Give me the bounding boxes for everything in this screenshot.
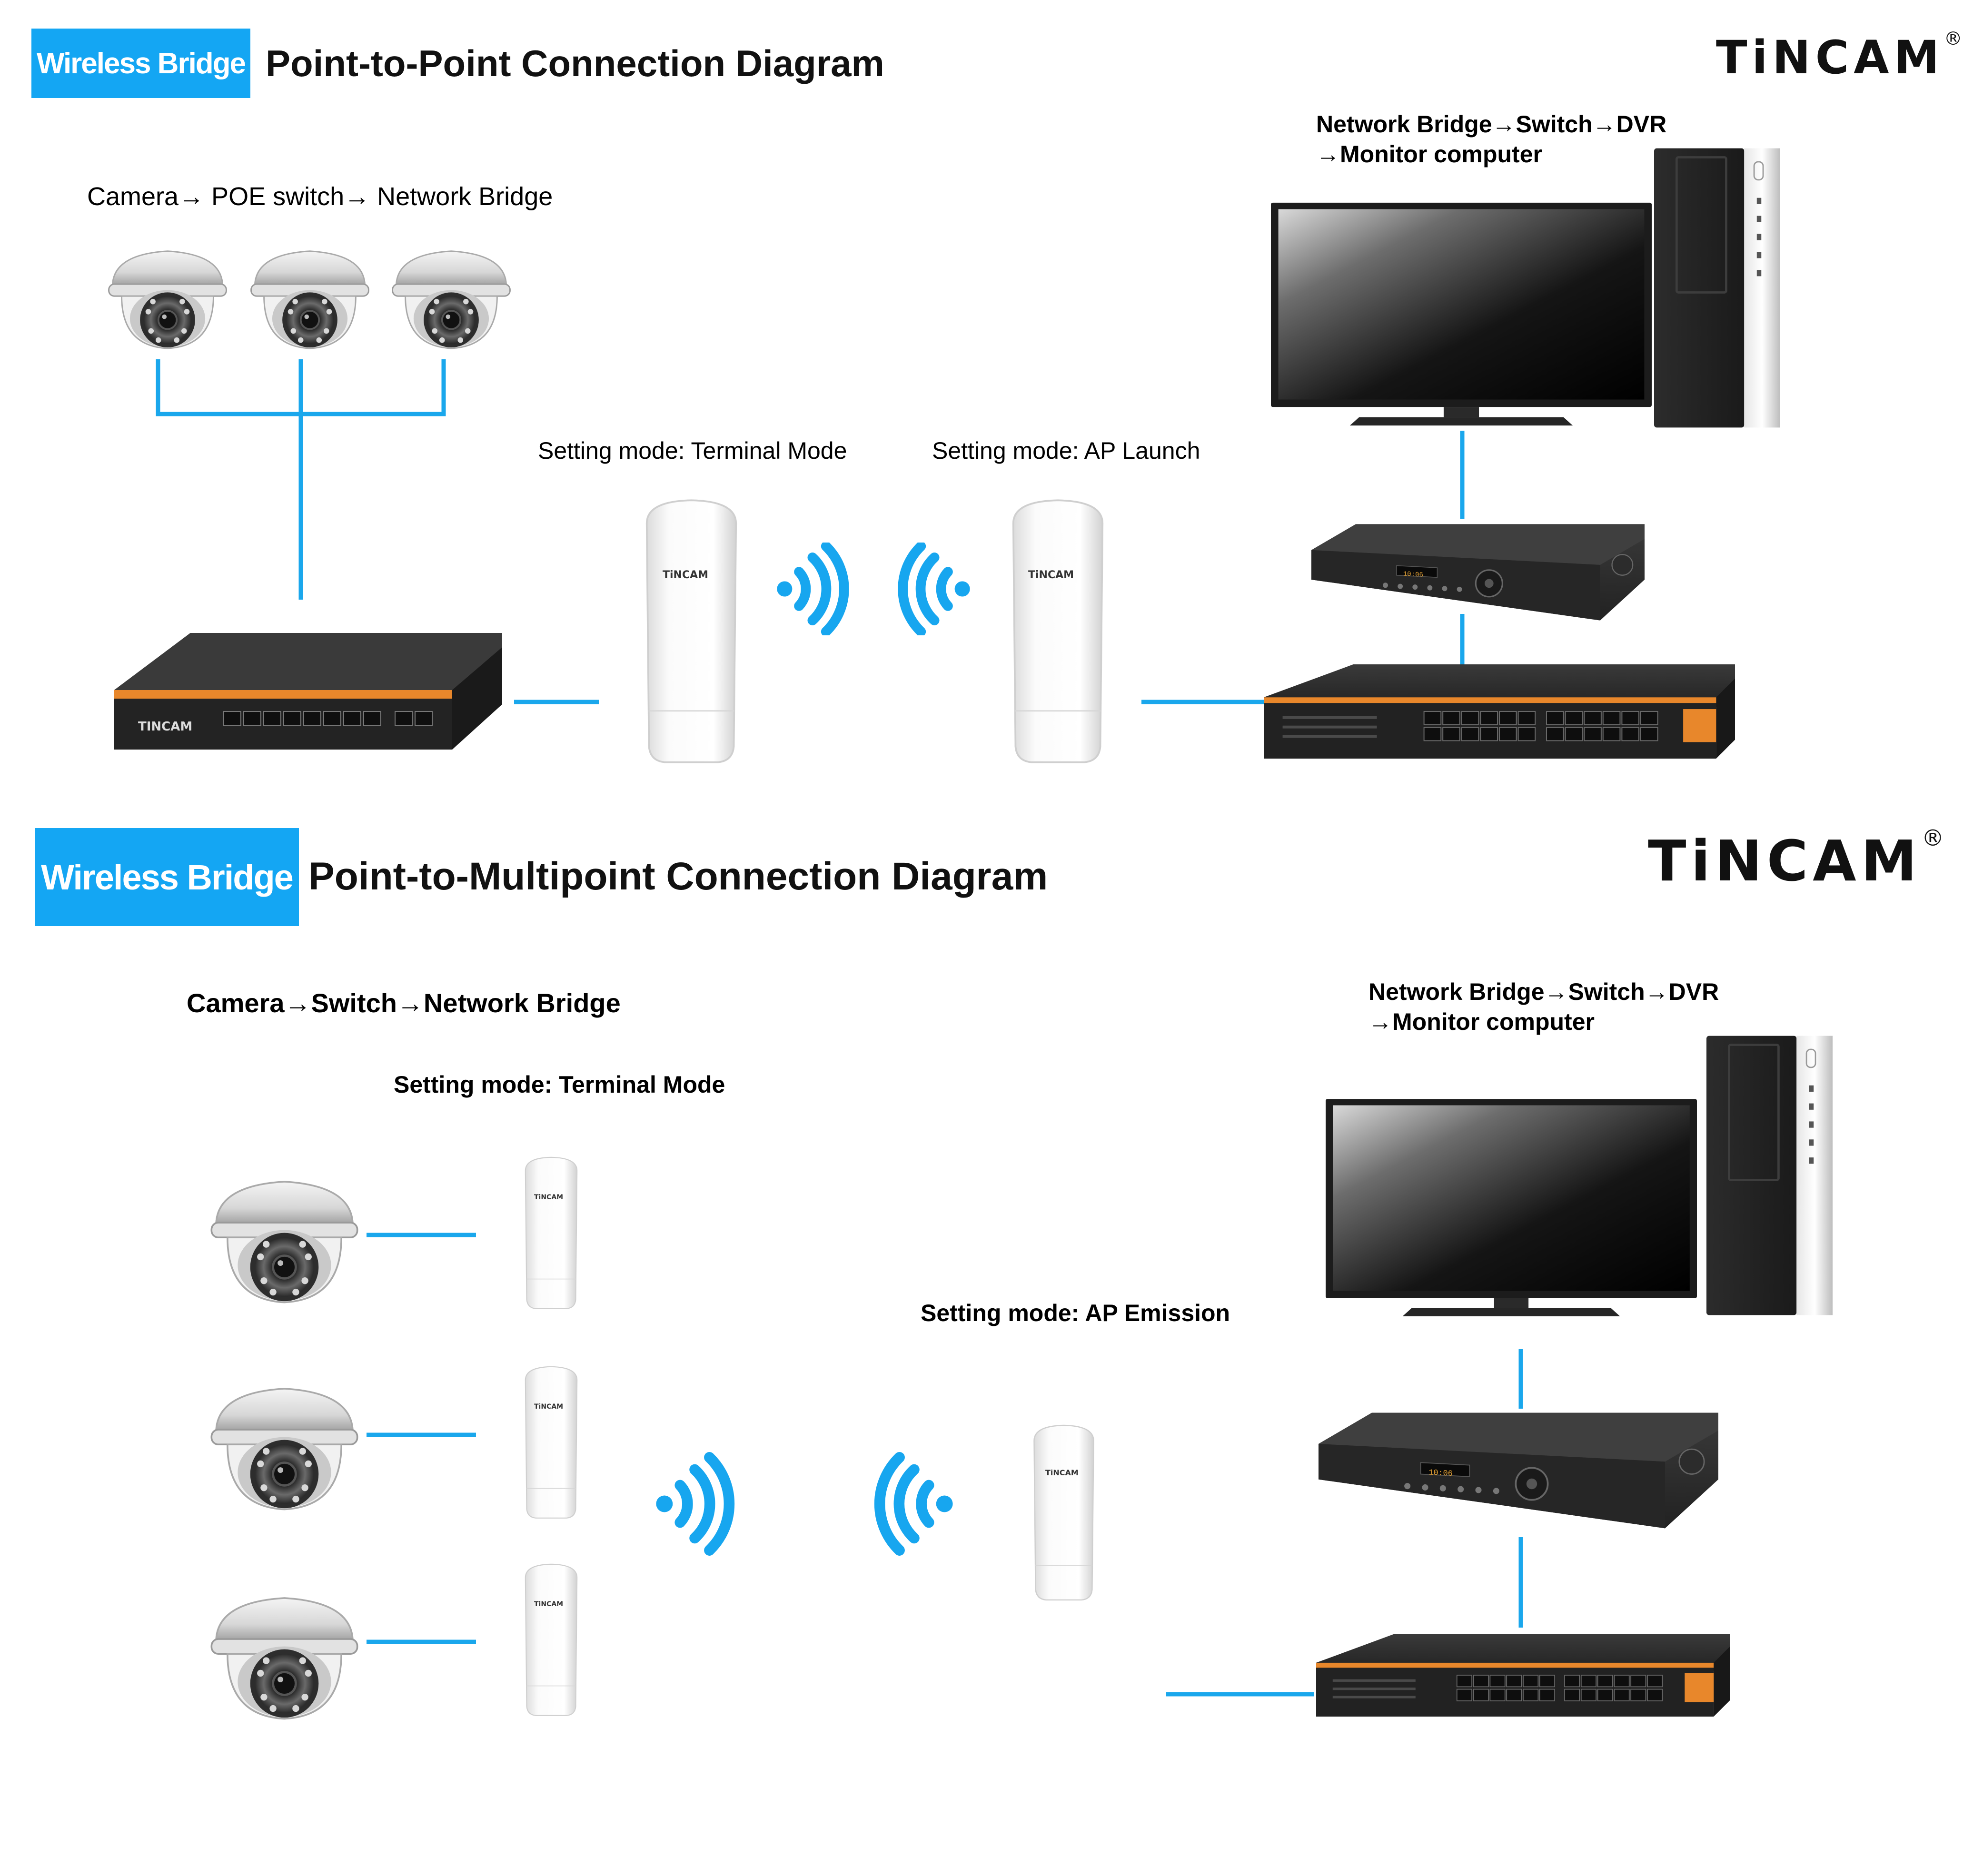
wireless-bridge-icon xyxy=(525,1366,578,1519)
bridge-brand-label: TiNCAM xyxy=(534,1194,563,1201)
network-switch-icon xyxy=(1264,664,1735,759)
dome-camera-icon xyxy=(108,250,228,350)
left-chain-label: Camera→Switch→Network Bridge xyxy=(187,988,621,1018)
wifi-signal-icon xyxy=(880,1457,953,1550)
setting-mode-ap-label: Setting mode: AP Emission xyxy=(921,1300,1230,1326)
pc-tower-icon xyxy=(1706,1036,1833,1315)
right-chain-label-line2: →Monitor computer xyxy=(1368,1008,1595,1035)
section-title: Point-to-Multipoint Connection Diagram xyxy=(308,855,1048,898)
section-title: Point-to-Point Connection Diagram xyxy=(266,42,884,84)
cable-lines-p2p xyxy=(156,359,1465,704)
pc-tower-icon xyxy=(1654,148,1780,428)
svg-text:TINCAM: TINCAM xyxy=(138,720,192,734)
wireless-bridge-icon xyxy=(525,1156,578,1310)
dvr-icon xyxy=(1311,523,1645,621)
wifi-signal-icon xyxy=(903,546,970,632)
cable-lines-p2mp xyxy=(367,1233,1523,1697)
dome-camera-icon xyxy=(211,1598,357,1719)
right-chain-label-line1: Network Bridge→Switch→DVR xyxy=(1316,111,1667,138)
section-tag: Wireless Bridge xyxy=(31,29,250,98)
bridge-brand-label: TiNCAM xyxy=(534,1403,563,1411)
monitor-icon xyxy=(1326,1099,1697,1316)
dome-camera-icon xyxy=(211,1389,357,1510)
wifi-signal-icon xyxy=(777,546,844,632)
poe-switch-icon: TINCAM xyxy=(114,633,502,750)
dome-camera-icon xyxy=(211,1182,357,1303)
section-tag: Wireless Bridge xyxy=(35,828,299,926)
bridge-brand-label: TiNCAM xyxy=(534,1600,563,1608)
wireless-bridge-icon xyxy=(1012,499,1104,763)
dvr-icon xyxy=(1319,1413,1718,1529)
wireless-bridge-icon xyxy=(525,1563,578,1717)
setting-mode-ap-label: Setting mode: AP Launch xyxy=(932,437,1200,464)
left-chain-label: Camera→ POE switch→ Network Bridge xyxy=(87,182,553,211)
dome-camera-icon xyxy=(391,250,511,350)
bridge-brand-label: TiNCAM xyxy=(663,569,708,581)
wifi-signal-icon xyxy=(656,1457,729,1550)
network-switch-icon xyxy=(1316,1633,1730,1717)
wireless-bridge-icon xyxy=(1033,1424,1095,1601)
bridge-brand-label: TiNCAM xyxy=(1045,1468,1079,1477)
right-chain-label-line2: →Monitor computer xyxy=(1316,141,1542,168)
setting-mode-terminal-label: Setting mode: Terminal Mode xyxy=(394,1071,725,1098)
brand-logo: TiNCAM® xyxy=(1648,825,1944,894)
right-chain-label-line1: Network Bridge→Switch→DVR xyxy=(1368,978,1719,1005)
setting-mode-terminal-label: Setting mode: Terminal Mode xyxy=(538,437,847,464)
wireless-bridge-icon xyxy=(645,499,737,763)
brand-logo: TiNCAM® xyxy=(1716,28,1963,84)
monitor-icon xyxy=(1271,202,1652,426)
bridge-brand-label: TiNCAM xyxy=(1028,569,1074,581)
dome-camera-icon xyxy=(250,250,370,350)
